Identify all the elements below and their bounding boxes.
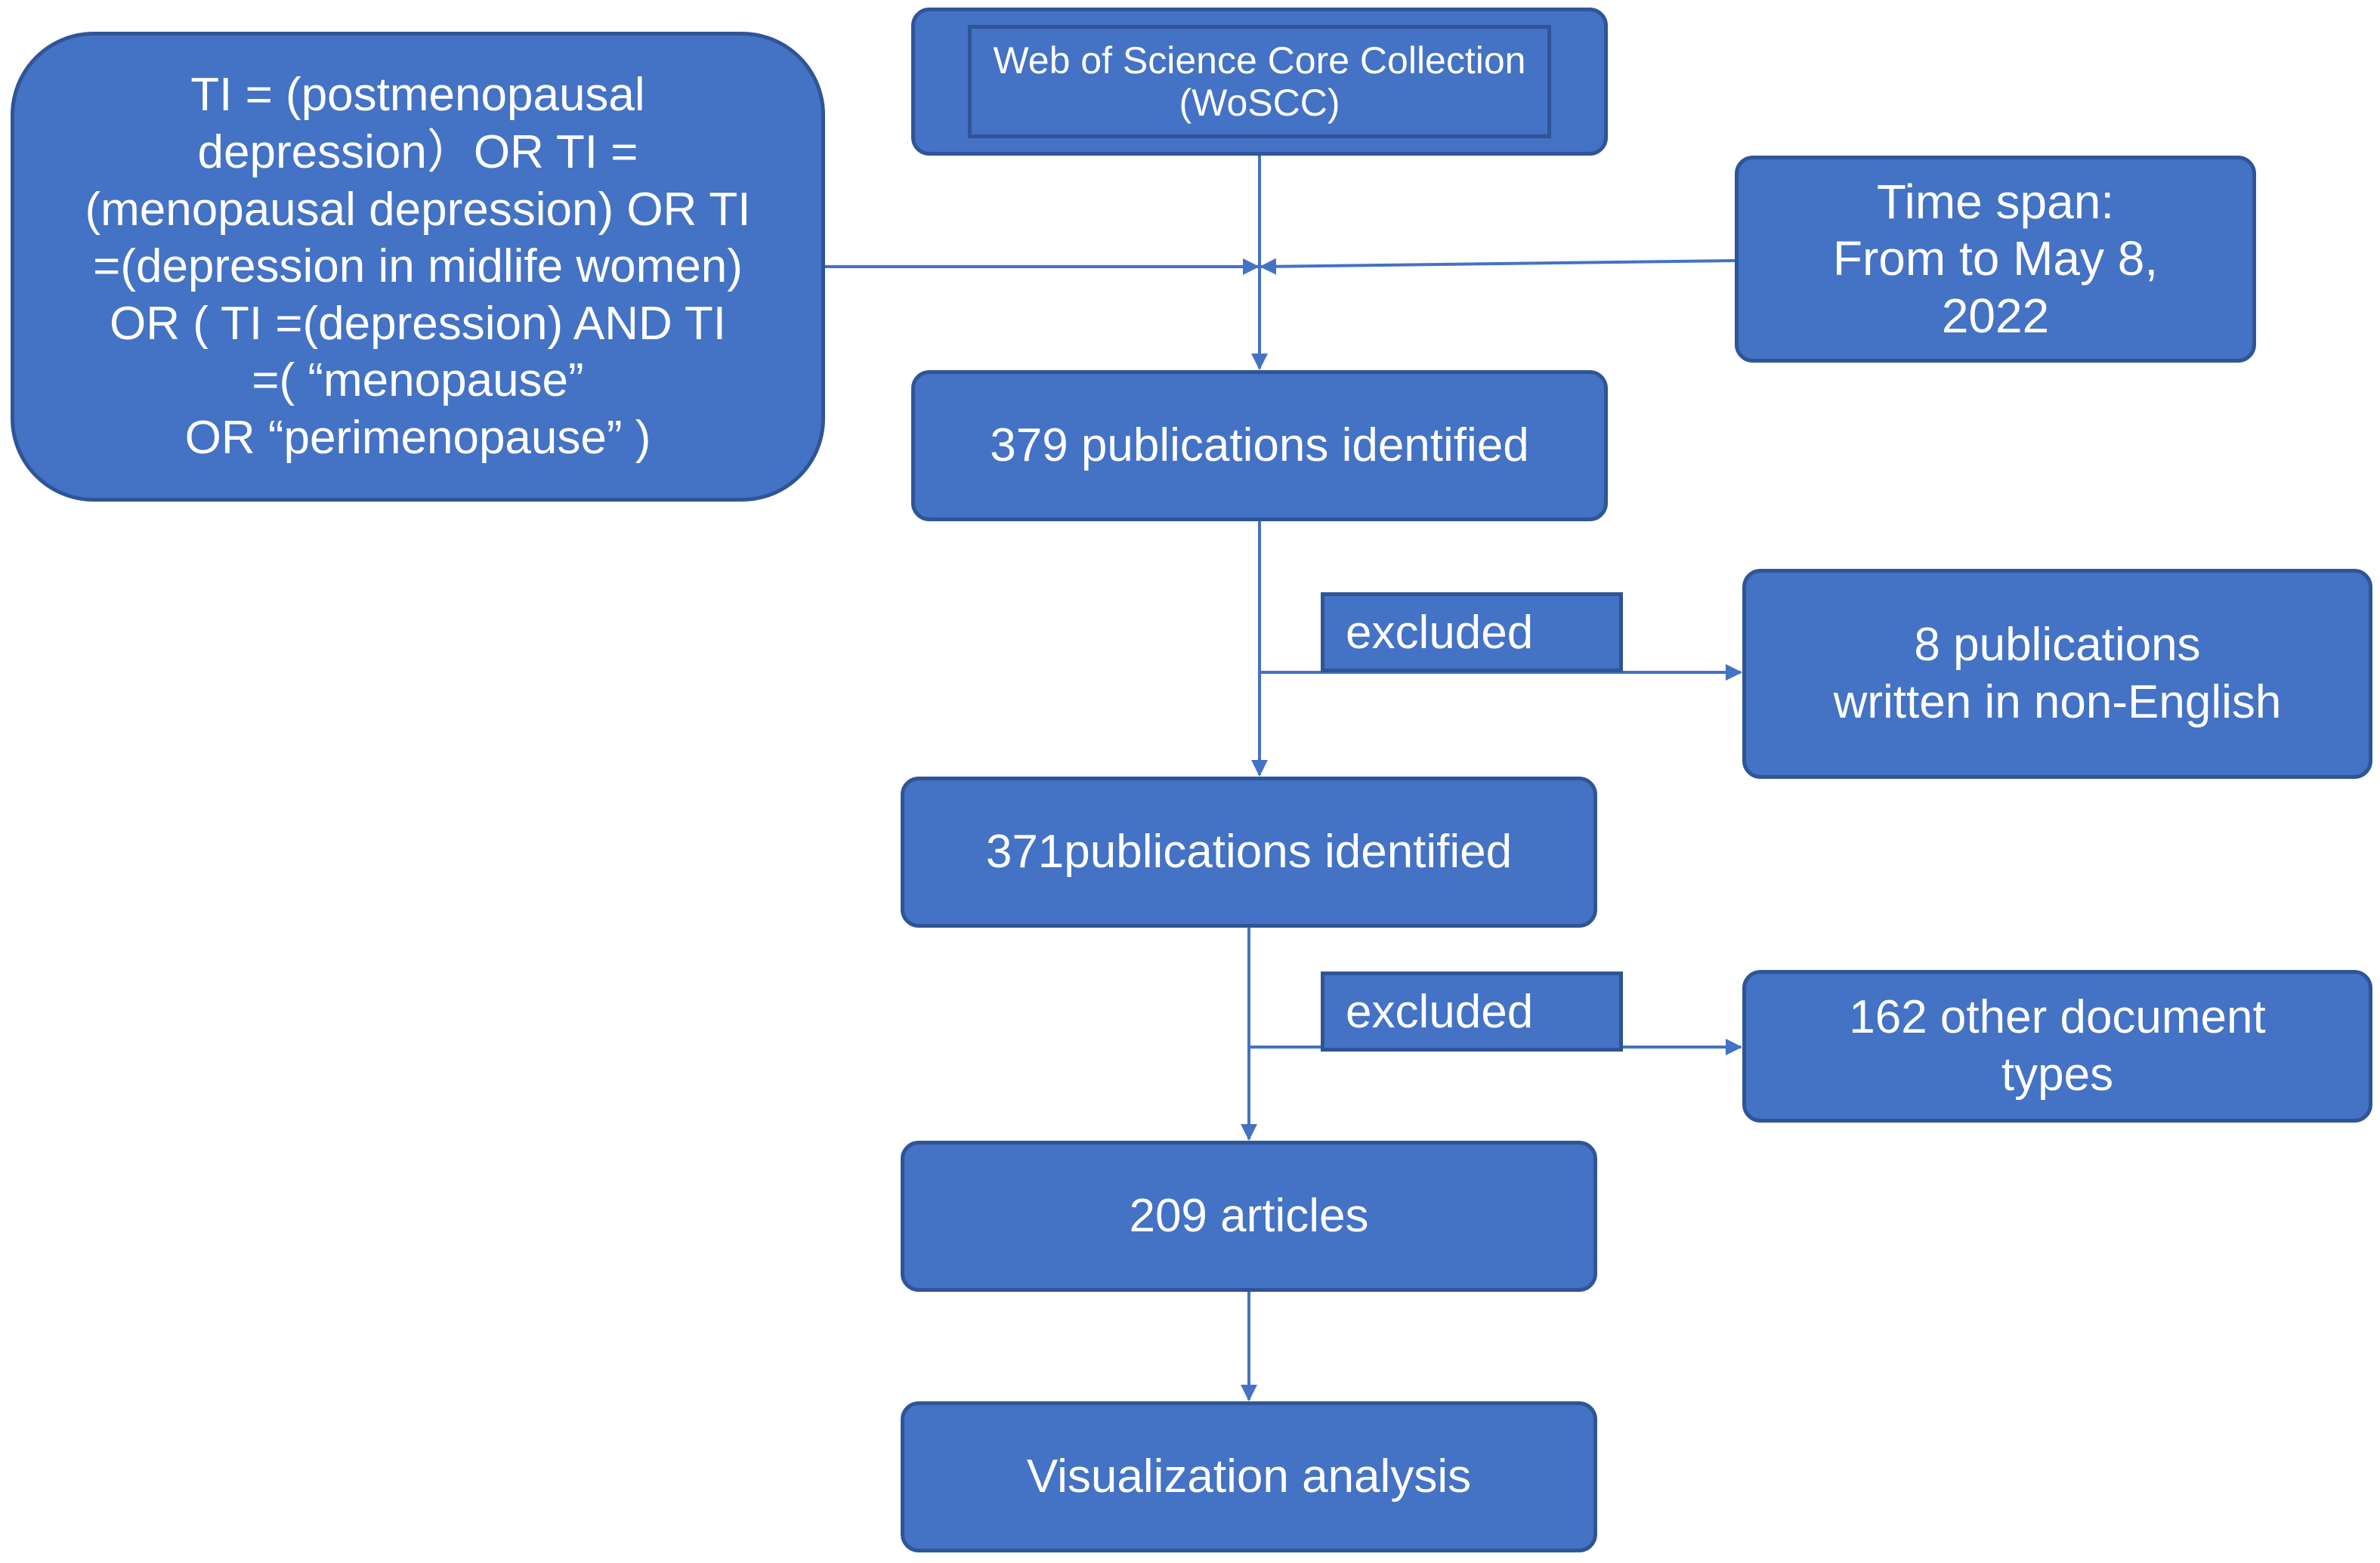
excluded-label-1: excluded	[1321, 592, 1623, 672]
identified-379-box: 379 publications identified	[911, 370, 1608, 521]
excluded-label-2: excluded	[1321, 971, 1623, 1052]
visualization-analysis-box: Visualization analysis	[901, 1401, 1597, 1552]
database-label: Web of Science Core Collection (WoSCC)	[968, 25, 1551, 138]
time-span-box: Time span: From to May 8, 2022	[1735, 156, 2256, 363]
excluded-doc-types-box: 162 other document types	[1742, 970, 2372, 1123]
search-query-box: TI = (postmenopausal depression）OR TI = …	[11, 32, 825, 502]
arrow-timespan-to-main	[1260, 258, 1736, 275]
excluded-non-english-box: 8 publications written in non-English	[1742, 569, 2372, 779]
database-box: Web of Science Core Collection (WoSCC)	[911, 8, 1608, 156]
articles-209-box: 209 articles	[901, 1141, 1597, 1292]
identified-371-box: 371publications identified	[901, 777, 1597, 928]
